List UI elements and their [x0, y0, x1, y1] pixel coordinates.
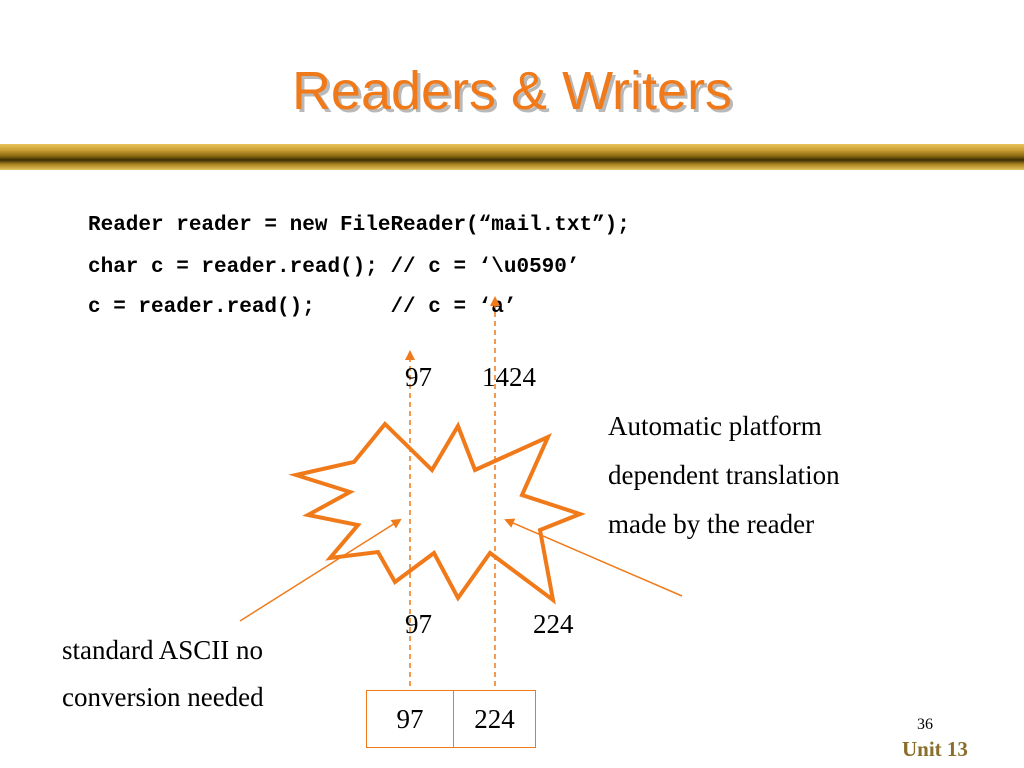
code-line-1: Reader reader = new FileReader(“mail.txt… — [88, 214, 630, 237]
footer-unit: Unit 13 — [902, 737, 968, 761]
code-line-3: c = reader.read(); // c = ‘a’ — [88, 296, 517, 319]
title-divider — [0, 144, 1024, 170]
annotation-right-line-2: dependent translation — [608, 460, 840, 490]
code-line-2: char c = reader.read(); // c = ‘\u0590’ — [88, 256, 580, 279]
explosion-shape — [288, 421, 586, 605]
top-value-right: 1424 — [482, 362, 536, 392]
top-value-left: 97 — [405, 362, 432, 392]
byte-buffer: 97 224 — [366, 690, 536, 748]
bottom-value-right: 224 — [533, 609, 574, 639]
ascii-pointer-arrow — [239, 518, 402, 622]
page-number: 36 — [917, 716, 933, 733]
annotation-right-line-1: Automatic platform — [608, 411, 822, 441]
byte-cell-2: 224 — [474, 703, 515, 734]
slide-title: Readers & Writers — [291, 61, 733, 121]
annotation-right-line-3: made by the reader — [608, 509, 815, 539]
annotation-left-line-1: standard ASCII no — [62, 635, 263, 665]
platform-pointer-arrow — [504, 518, 683, 597]
bottom-value-left: 97 — [405, 609, 432, 639]
annotation-left-line-2: conversion needed — [62, 682, 264, 712]
byte-cell-1: 97 — [367, 691, 454, 747]
